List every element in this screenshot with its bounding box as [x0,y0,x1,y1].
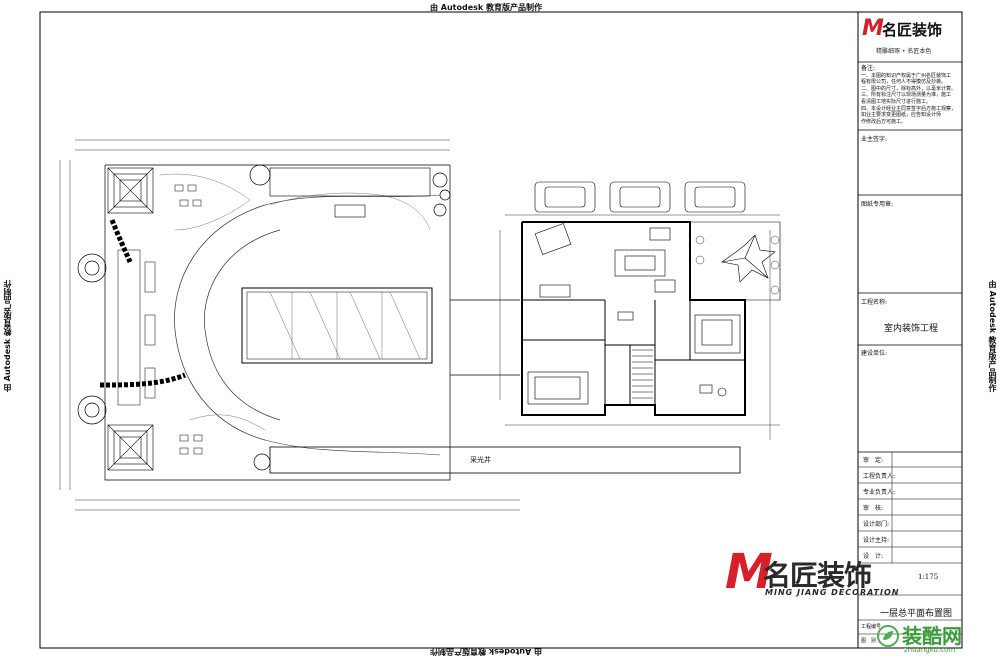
title-block-frame [857,11,963,649]
autodesk-banner-right: 由 Autodesk 教育版产品制作 [988,280,997,393]
logo-name: 名匠装饰 [882,21,943,39]
brand-english: MING JIANG DECORATION [765,588,900,597]
note-line: 程有限公司，任何人不得模仿及抄袭。 [861,79,947,86]
title-block-logo: M 名匠装饰 精雕细琢 • 名匠本色 [862,16,958,60]
leaf-icon [877,625,899,647]
watermark-text: 装酷网 [902,624,962,648]
design-notes: 备注: 一、本图的知识产权属于广州名匠装饰工 程有限公司，任何人不得模仿及抄袭。… [861,65,959,125]
note-line: 看清图工地实际尺寸进行施工。 [861,98,932,105]
skylight-label: 采光井 [470,456,491,464]
brand-watermark-logo: M 名匠装饰 MING JIANG DECORATION [725,544,898,608]
note-line: 作修改后方可施工。 [861,118,907,125]
drawing-seal-label: 图纸专用章: [861,201,894,208]
note-line: 二、图中的尺寸，除标高外，以毫米计算。 [861,85,957,92]
note-line: 如业主要求变更图纸，应告知设计师 [861,112,942,119]
site-watermark: 装酷网 zhuangku.com [876,614,972,656]
project-name: 室内装饰工程 [884,324,939,334]
owner-signature-label: 业主签字: [861,136,888,143]
note-line: 三、所有标注尺寸以现场测量为准，施工 [861,92,952,99]
scale-value: 1:175 [918,573,939,581]
note-line: 四、本设计经业主同意签字后方施工观察， [861,105,957,112]
brand-mark: M [725,544,773,600]
watermark-url: zhuangku.com [904,646,956,654]
brand-name: 名匠装饰 [763,559,872,592]
sheet-label: 工程编号 [861,624,882,630]
note-line: 一、本图的知识产权属于广州名匠装饰工 [861,72,952,79]
client-label: 建设单位: [861,350,888,357]
sheet-label: 图 别 [861,638,877,644]
drawing-title: 一层总平面布置图 [880,609,953,619]
logo-slogan: 精雕细琢 • 名匠本色 [876,48,932,55]
logo-mark: M [862,16,884,41]
project-name-label: 工程名称: [861,299,888,306]
autodesk-banner-top: 由 Autodesk 教育版产品制作 [430,3,543,12]
notes-heading: 备注: [861,65,876,72]
